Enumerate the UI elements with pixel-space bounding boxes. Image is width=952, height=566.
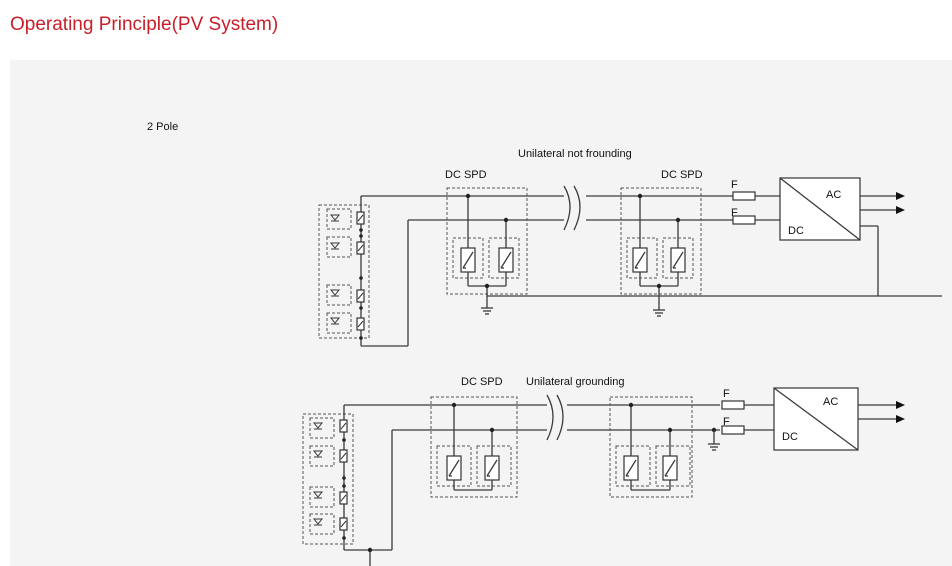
- top-circuit: Unilateral not frounding DC SPD DC SPD: [318, 148, 942, 347]
- bottom-fuse-1: [721, 400, 745, 410]
- top-inverter: AC DC: [779, 177, 861, 241]
- bottom-circuit: DC SPD Unilateral grounding: [302, 376, 905, 566]
- top-fuse-2: [732, 215, 756, 225]
- bottom-caption: Unilateral grounding: [526, 376, 624, 388]
- bottom-spd-label: DC SPD: [461, 376, 503, 388]
- bottom-inverter: AC DC: [773, 387, 859, 451]
- svg-text:DC: DC: [788, 225, 804, 237]
- top-fuse-label-2: F: [731, 207, 738, 219]
- top-fuse-1: [732, 191, 756, 201]
- top-spd-left-label: DC SPD: [445, 169, 487, 181]
- bottom-fuse-label-1: F: [723, 388, 730, 400]
- top-fuse-label-1: F: [731, 179, 738, 191]
- top-caption: Unilateral not frounding: [518, 148, 632, 160]
- top-spd-right-label: DC SPD: [661, 169, 703, 181]
- diagram-panel: [10, 60, 952, 566]
- bottom-fuse-2: [721, 425, 745, 435]
- pole-label: 2 Pole: [147, 121, 178, 133]
- top-pv-array: [318, 196, 370, 346]
- svg-text:AC: AC: [823, 396, 838, 408]
- page-title: Operating Principle(PV System): [10, 14, 279, 35]
- svg-text:DC: DC: [782, 431, 798, 443]
- svg-text:AC: AC: [826, 189, 841, 201]
- bottom-pv-array: [302, 405, 354, 550]
- bottom-fuse-label-2: F: [723, 416, 730, 428]
